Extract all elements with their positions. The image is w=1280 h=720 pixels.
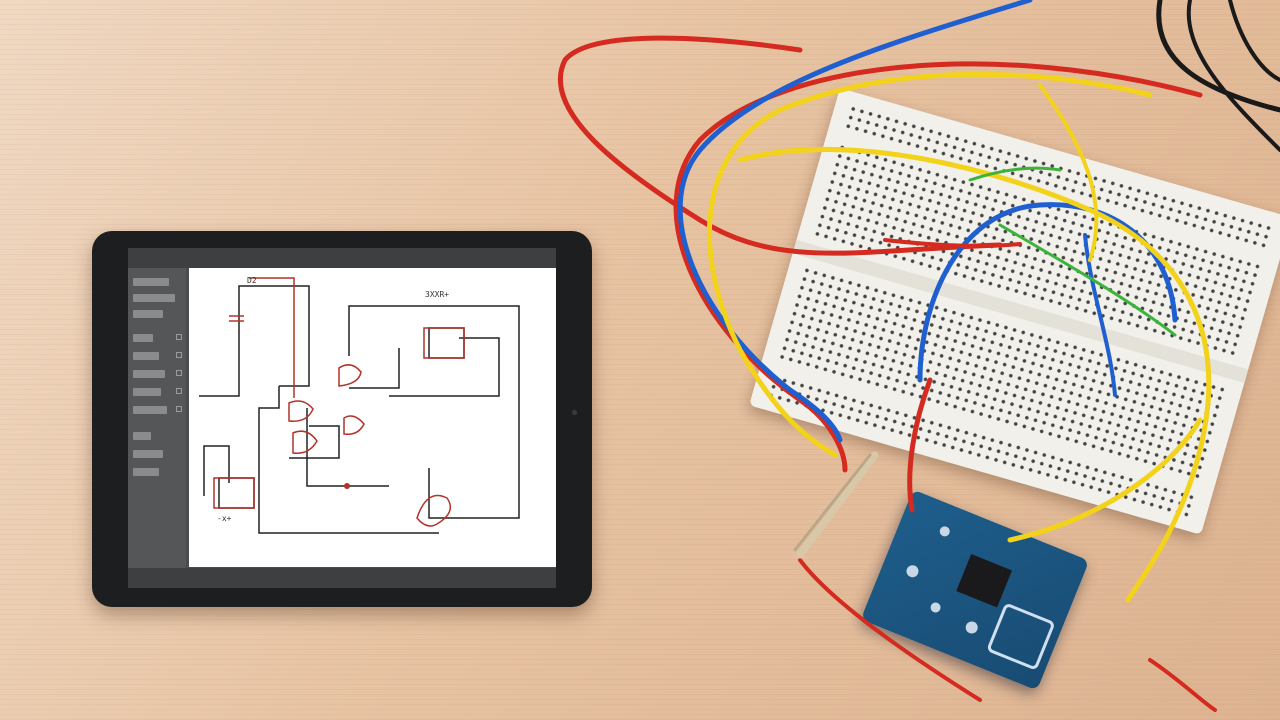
side-panel-item[interactable] xyxy=(133,450,163,458)
side-panel-item[interactable] xyxy=(133,334,153,342)
app-status-bar xyxy=(128,568,556,588)
tablet-home-button[interactable] xyxy=(572,410,577,415)
side-panel-item[interactable] xyxy=(133,352,159,360)
side-panel-checkbox[interactable] xyxy=(176,388,182,394)
component-label: 3XXR+ xyxy=(425,290,450,299)
side-panel-item[interactable] xyxy=(133,370,165,378)
side-panel-item[interactable] xyxy=(133,468,159,476)
tablet: 3XXR+ D2 -x+ xyxy=(92,231,592,607)
side-panel-item[interactable] xyxy=(133,294,175,302)
side-panel-item[interactable] xyxy=(133,432,151,440)
side-panel-item[interactable] xyxy=(133,310,163,318)
component-label: -x+ xyxy=(217,514,232,523)
side-panel-checkbox[interactable] xyxy=(176,352,182,358)
side-panel-item[interactable] xyxy=(133,388,161,396)
side-panel-checkbox[interactable] xyxy=(176,334,182,340)
side-panel-checkbox[interactable] xyxy=(176,370,182,376)
junction-dot xyxy=(344,483,350,489)
side-panel-item[interactable] xyxy=(133,278,169,286)
component-label: D2 xyxy=(247,276,257,285)
side-panel-checkbox[interactable] xyxy=(176,406,182,412)
side-panel-item[interactable] xyxy=(133,406,167,414)
schematic-canvas[interactable]: 3XXR+ D2 -x+ xyxy=(189,268,556,567)
app-top-bar xyxy=(128,248,556,268)
tablet-screen: 3XXR+ D2 -x+ xyxy=(128,248,556,588)
schematic-drawing xyxy=(199,277,520,534)
app-side-panel xyxy=(128,268,186,568)
